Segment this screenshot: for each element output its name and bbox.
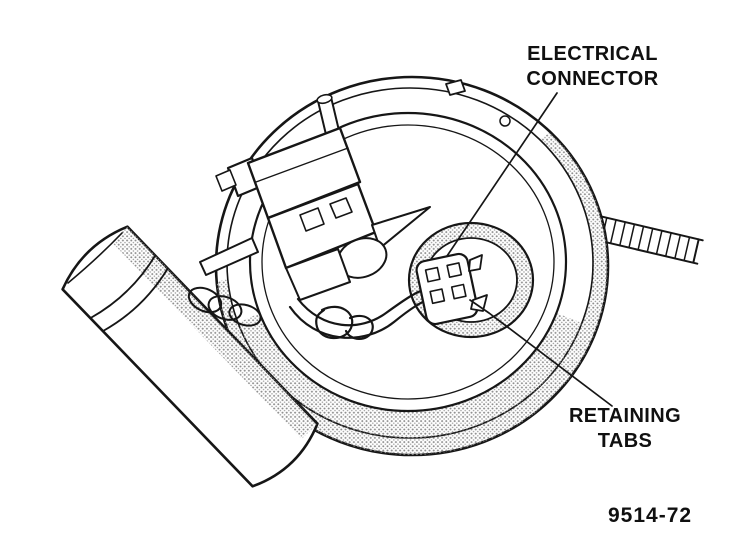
label-electrical-connector: ELECTRICAL CONNECTOR: [500, 42, 685, 92]
label-retaining-tabs-line2: TABS: [597, 430, 653, 452]
leader-lines: [446, 92, 613, 407]
retaining-tab-lower: [470, 294, 488, 312]
figure-number: 9514-72: [608, 504, 693, 527]
leader-electrical-connector: [446, 92, 558, 257]
electrical-connector-plug: [415, 252, 488, 326]
retaining-tab-upper: [468, 254, 483, 272]
corrugated-hose: [594, 215, 704, 265]
label-retaining-tabs-line1: RETAINING: [568, 405, 682, 427]
leader-retaining-tabs: [469, 299, 613, 407]
label-electrical-connector-line1: ELECTRICAL: [527, 43, 658, 65]
wiring-harness: [288, 286, 436, 340]
pump-cylinder: [61, 225, 319, 488]
connector-assembly: [199, 93, 431, 301]
label-retaining-tabs: RETAINING TABS: [545, 404, 705, 454]
label-electrical-connector-line2: CONNECTOR: [526, 68, 659, 90]
